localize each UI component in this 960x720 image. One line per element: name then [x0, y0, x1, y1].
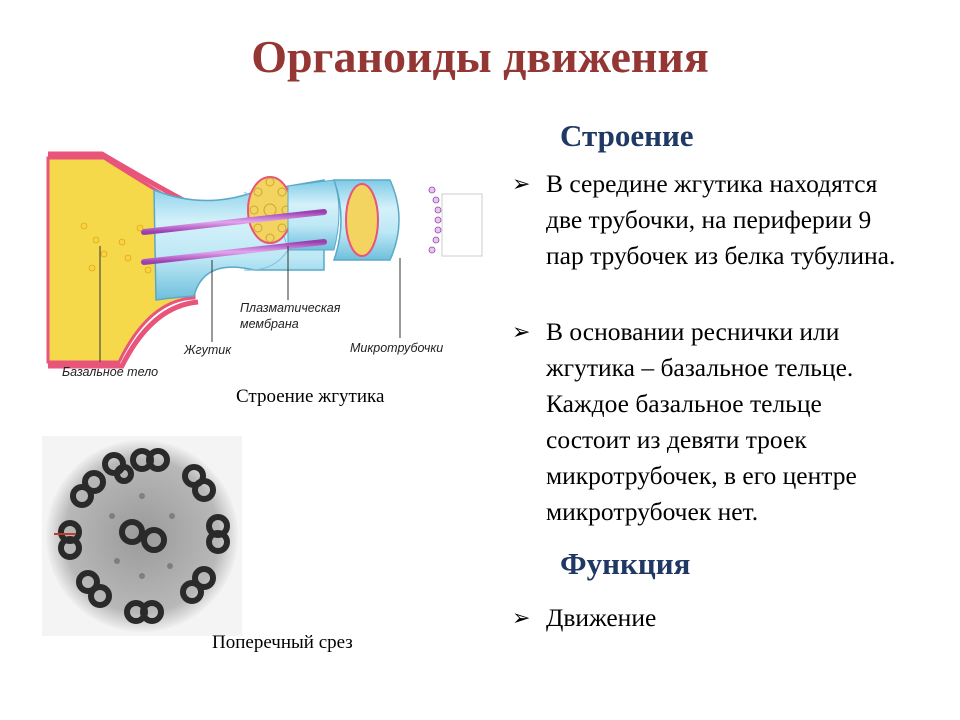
- label-microtubules: Микротрубочки: [350, 341, 443, 355]
- function-heading: Функция: [560, 546, 691, 581]
- bullet-arrow-icon: ➢: [512, 605, 531, 630]
- flagellum-diagram-caption: Строение жгутика: [236, 386, 385, 407]
- flagellum-cross-section-ring: [247, 176, 293, 244]
- structure-heading: Строение: [560, 118, 694, 153]
- flagellum-structure-diagram: Базальное тело Жгутик Плазматическая мем…: [46, 151, 483, 379]
- cross-section-caption: Поперечный срез: [212, 632, 353, 653]
- peripheral-doublets: [58, 448, 230, 624]
- slide-title: Органоиды движения: [251, 31, 709, 82]
- bullet-text: В середине жгутика находятся две трубочк…: [546, 169, 896, 270]
- bullet-arrow-icon: ➢: [512, 171, 531, 196]
- bullet-text: Движение: [546, 603, 657, 632]
- central-pair: [119, 519, 167, 553]
- cross-section-micrograph: [42, 436, 242, 636]
- bullet-arrow-icon: ➢: [512, 319, 531, 344]
- bullet-text: В основании реснички или жгутика – базал…: [546, 317, 857, 526]
- function-bullet-1: ➢ Движение: [512, 600, 912, 636]
- label-flagellum: Жгутик: [183, 343, 232, 357]
- structure-bullet-2: ➢ В основании реснички или жгутика – баз…: [512, 314, 912, 530]
- microtubule-bundle: [359, 187, 441, 253]
- label-basal-body: Базальное тело: [62, 365, 158, 379]
- label-plasma-membrane-line1: Плазматическая: [240, 301, 341, 315]
- label-plasma-membrane-line2: мембрана: [240, 317, 299, 331]
- structure-bullet-1: ➢ В середине жгутика находятся две трубо…: [512, 166, 912, 274]
